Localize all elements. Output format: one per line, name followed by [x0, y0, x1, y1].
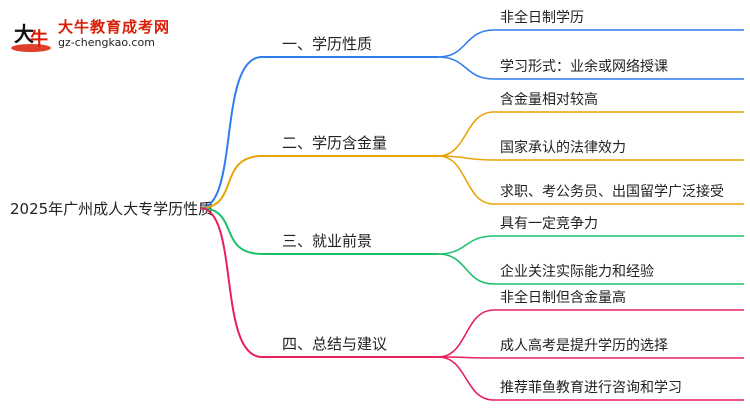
leaf-label-2-1: 含金量相对较高 [500, 91, 598, 108]
branch-label-2: 二、学历含金量 [282, 134, 387, 152]
leaf-label-4-2: 成人高考是提升学历的选择 [500, 337, 668, 354]
leaf-label-3-2: 企业关注实际能力和经验 [500, 263, 654, 280]
connector-branch-3-leaf-2 [437, 253, 495, 285]
connector-root-branch-2 [199, 155, 263, 209]
connector-root-branch-1 [199, 56, 263, 209]
connector-branch-4-leaf-1 [437, 309, 495, 358]
svg-text:大: 大 [14, 23, 34, 46]
branch-label-1: 一、学历性质 [282, 35, 372, 53]
connector-branch-4-leaf-2 [437, 356, 495, 359]
connector-branch-2-leaf-3 [437, 155, 495, 205]
leaf-label-1-2: 学习形式：业余或网络授课 [500, 58, 668, 75]
leaf-label-4-3: 推荐菲鱼教育进行咨询和学习 [500, 379, 682, 396]
leaf-label-4-1: 非全日制但含金量高 [500, 289, 626, 306]
leaf-label-3-1: 具有一定竞争力 [500, 215, 598, 232]
leaf-label-2-3: 求职、考公务员、出国留学广泛接受 [500, 183, 724, 200]
connector-branch-1-leaf-1 [437, 29, 495, 58]
connector-branch-2-leaf-2 [437, 155, 495, 161]
leaf-label-1-1: 非全日制学历 [500, 9, 584, 26]
branch-label-3: 三、就业前景 [282, 232, 372, 250]
connector-root-branch-3 [199, 207, 263, 255]
ox-mascot-icon: 大 牛 [11, 23, 51, 52]
connector-branch-1-leaf-2 [437, 56, 495, 80]
connector-branch-3-leaf-1 [437, 235, 495, 255]
brand-logo: 大 牛 大牛教育成考网 gz-chengkao.com [8, 14, 198, 54]
branch-label-4: 四、总结与建议 [282, 335, 387, 353]
logo-url: gz-chengkao.com [58, 36, 155, 49]
connector-branch-4-leaf-3 [437, 356, 495, 401]
svg-text:牛: 牛 [30, 28, 48, 49]
leaf-label-2-2: 国家承认的法律效力 [500, 139, 626, 156]
logo-title: 大牛教育成考网 [58, 18, 171, 36]
connector-branch-2-leaf-1 [437, 111, 495, 157]
connector-root-branch-4 [199, 207, 263, 358]
root-topic: 2025年广州成人大专学历性质 [10, 200, 213, 218]
